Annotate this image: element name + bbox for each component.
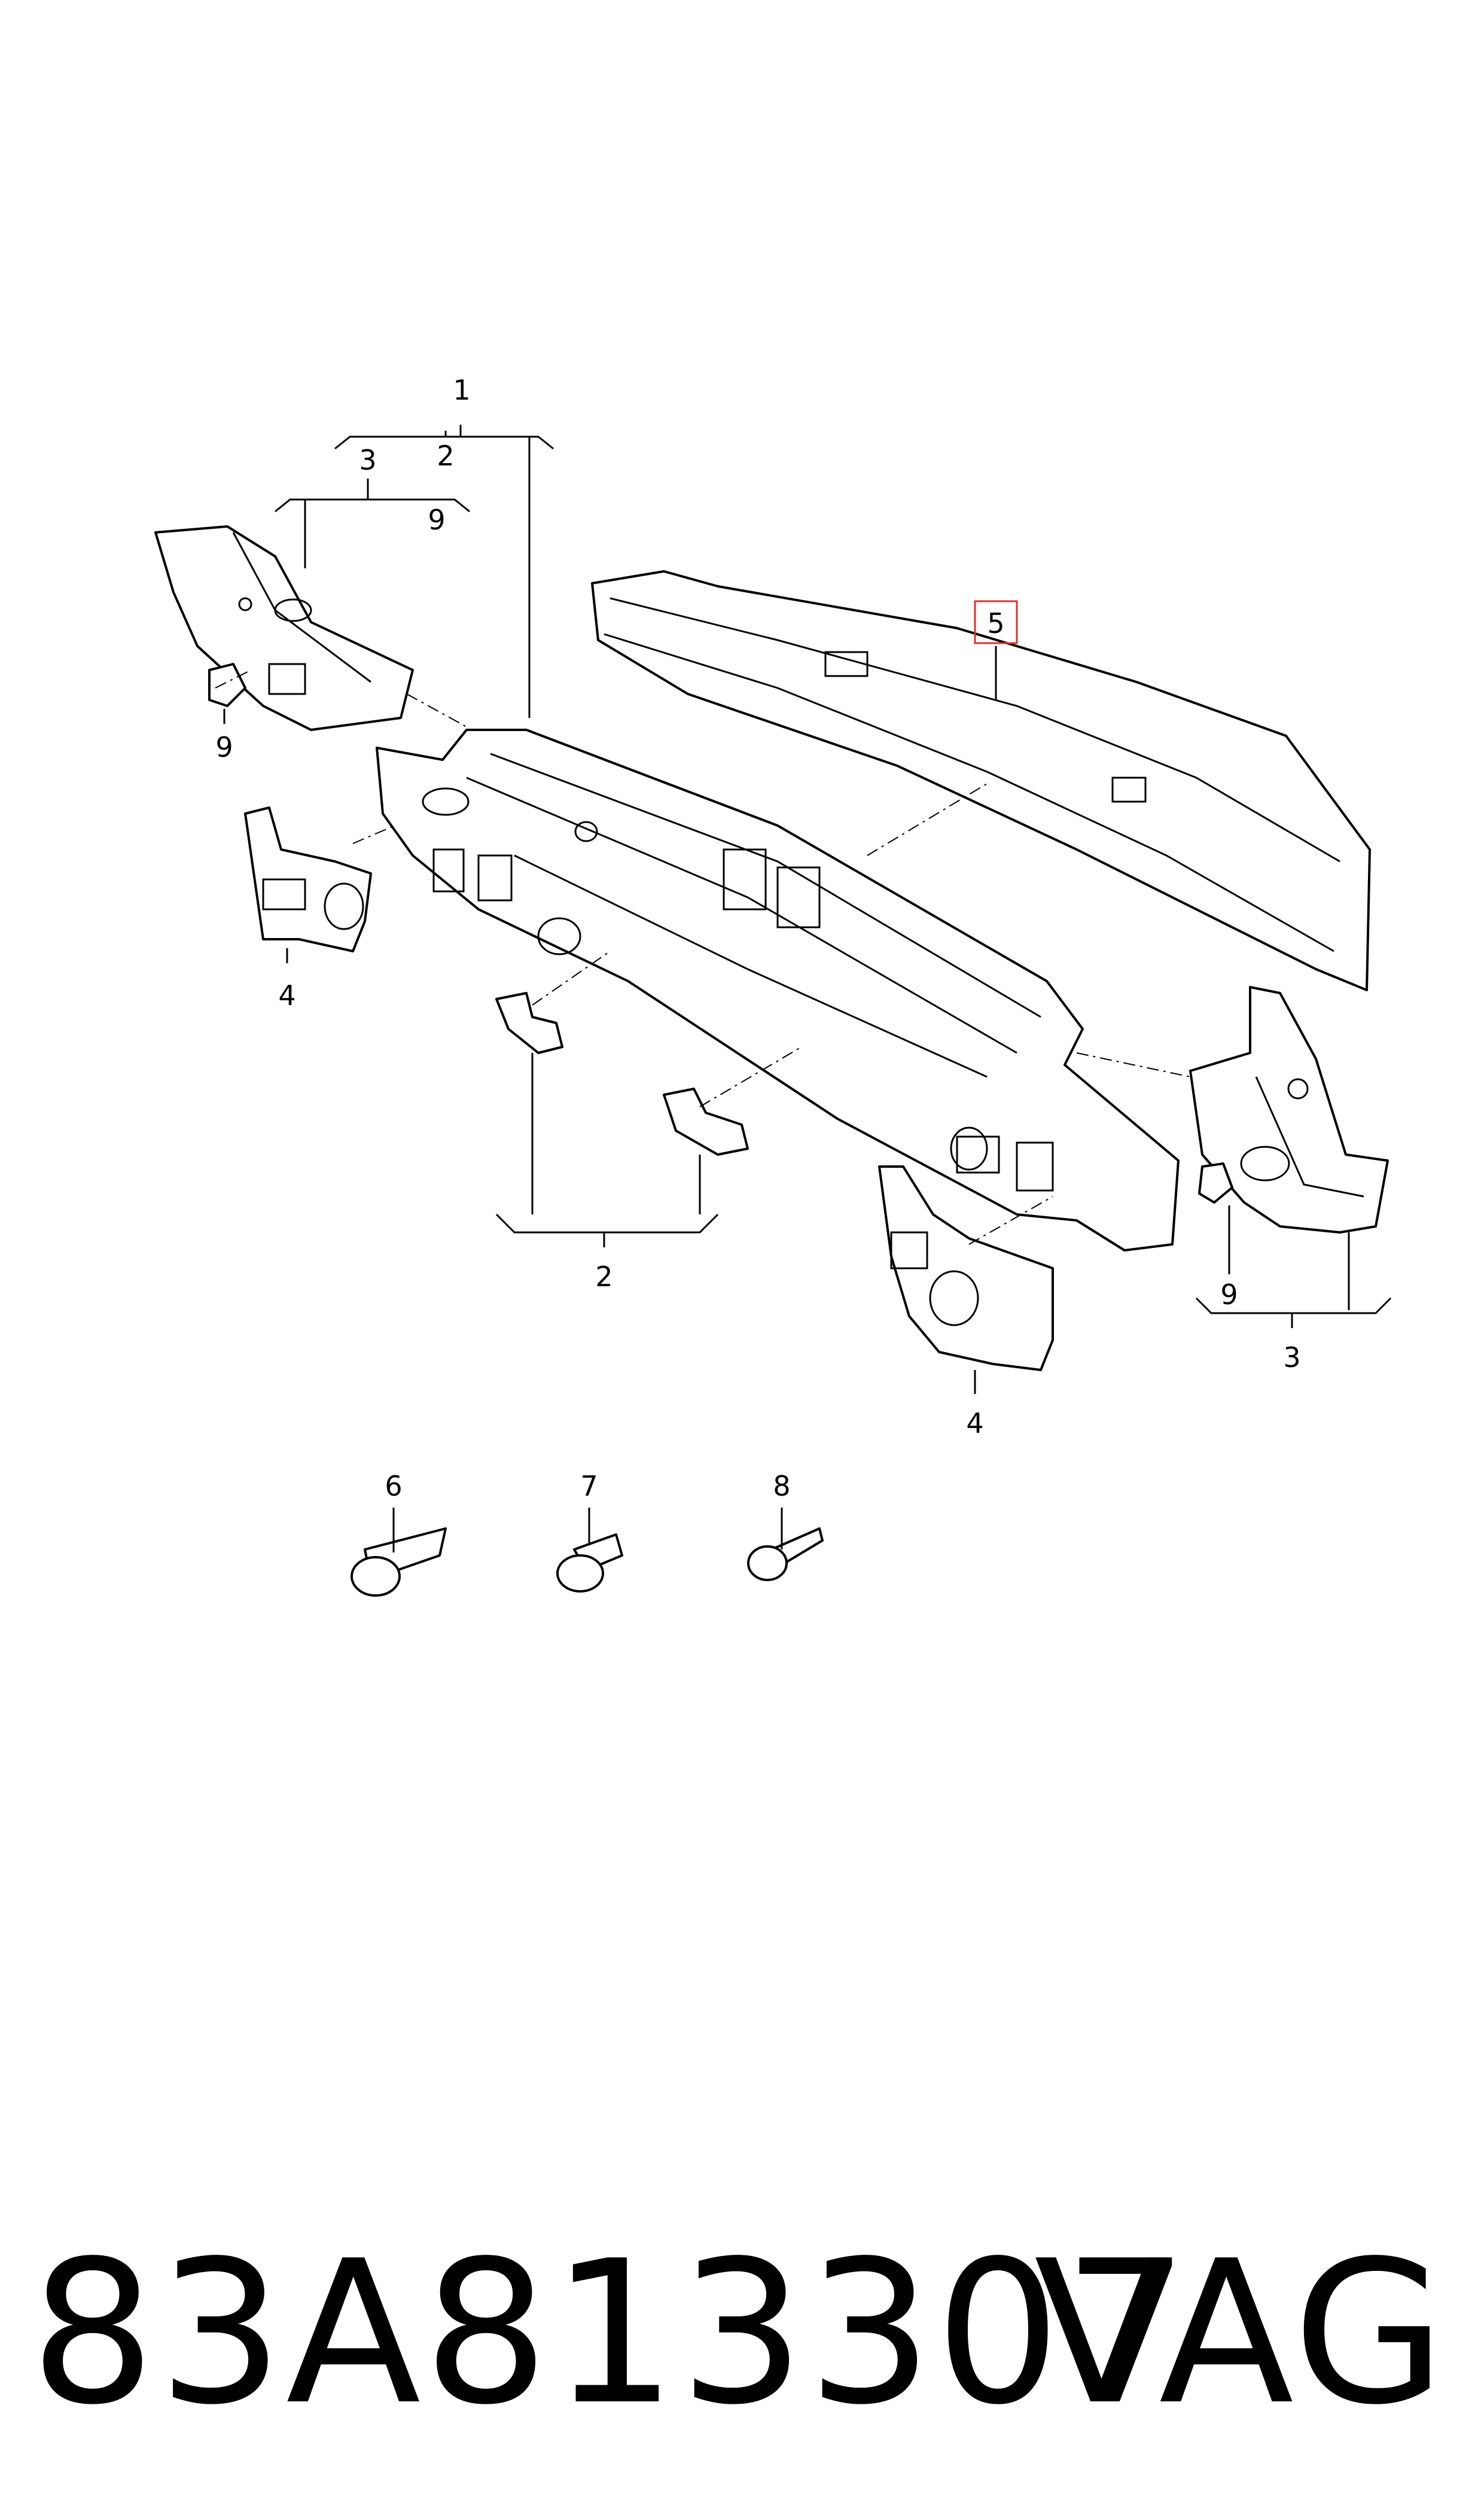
part-1-rear-panel: [376, 729, 1180, 1252]
callout-4-left: 4: [278, 979, 295, 1012]
part-2-bracket-b: [663, 1088, 749, 1156]
callout-3-right: 3: [1283, 1341, 1300, 1374]
part-7-pin: [556, 1533, 623, 1593]
callout-7: 7: [580, 1470, 598, 1502]
brand-label: VAG: [1034, 2218, 1448, 2448]
part-4-left-support: [244, 806, 372, 952]
leader-lines: [223, 425, 1392, 1552]
part-6-bolt: [351, 1527, 447, 1597]
part-9-left-clip: [208, 663, 246, 707]
callout-8: 8: [773, 1470, 790, 1502]
part-3-left-bracket: [154, 525, 414, 731]
assembly-lines: [215, 669, 1191, 1245]
callout-5-highlight: [974, 600, 1018, 644]
callout-4-bottom: 4: [966, 1407, 983, 1439]
callout-9-top: 9: [428, 504, 445, 536]
callout-9-right: 9: [1220, 1278, 1238, 1311]
part-5-cross-panel: [591, 570, 1371, 991]
part-8-screw: [747, 1527, 824, 1581]
callout-5: 5: [987, 607, 1004, 640]
callout-6: 6: [385, 1470, 402, 1502]
part-4-right-support: [878, 1165, 1054, 1371]
part-number: 83A813307: [30, 2218, 1192, 2448]
callout-3-top: 3: [359, 444, 376, 476]
part-3-right-bracket: [1189, 986, 1389, 1234]
part-9-right-clip: [1198, 1162, 1233, 1204]
callouts: 1 2 3 9 9 4 5 2 4 9 3 6 7 8: [215, 374, 1300, 1502]
footer: 83A813307 VAG: [0, 2213, 1484, 2453]
callout-9-left: 9: [215, 731, 233, 763]
callout-2-bottom: 2: [595, 1260, 613, 1293]
callout-1: 1: [453, 374, 470, 406]
callout-2-top: 2: [437, 440, 454, 472]
part-2-bracket-a: [495, 992, 563, 1054]
